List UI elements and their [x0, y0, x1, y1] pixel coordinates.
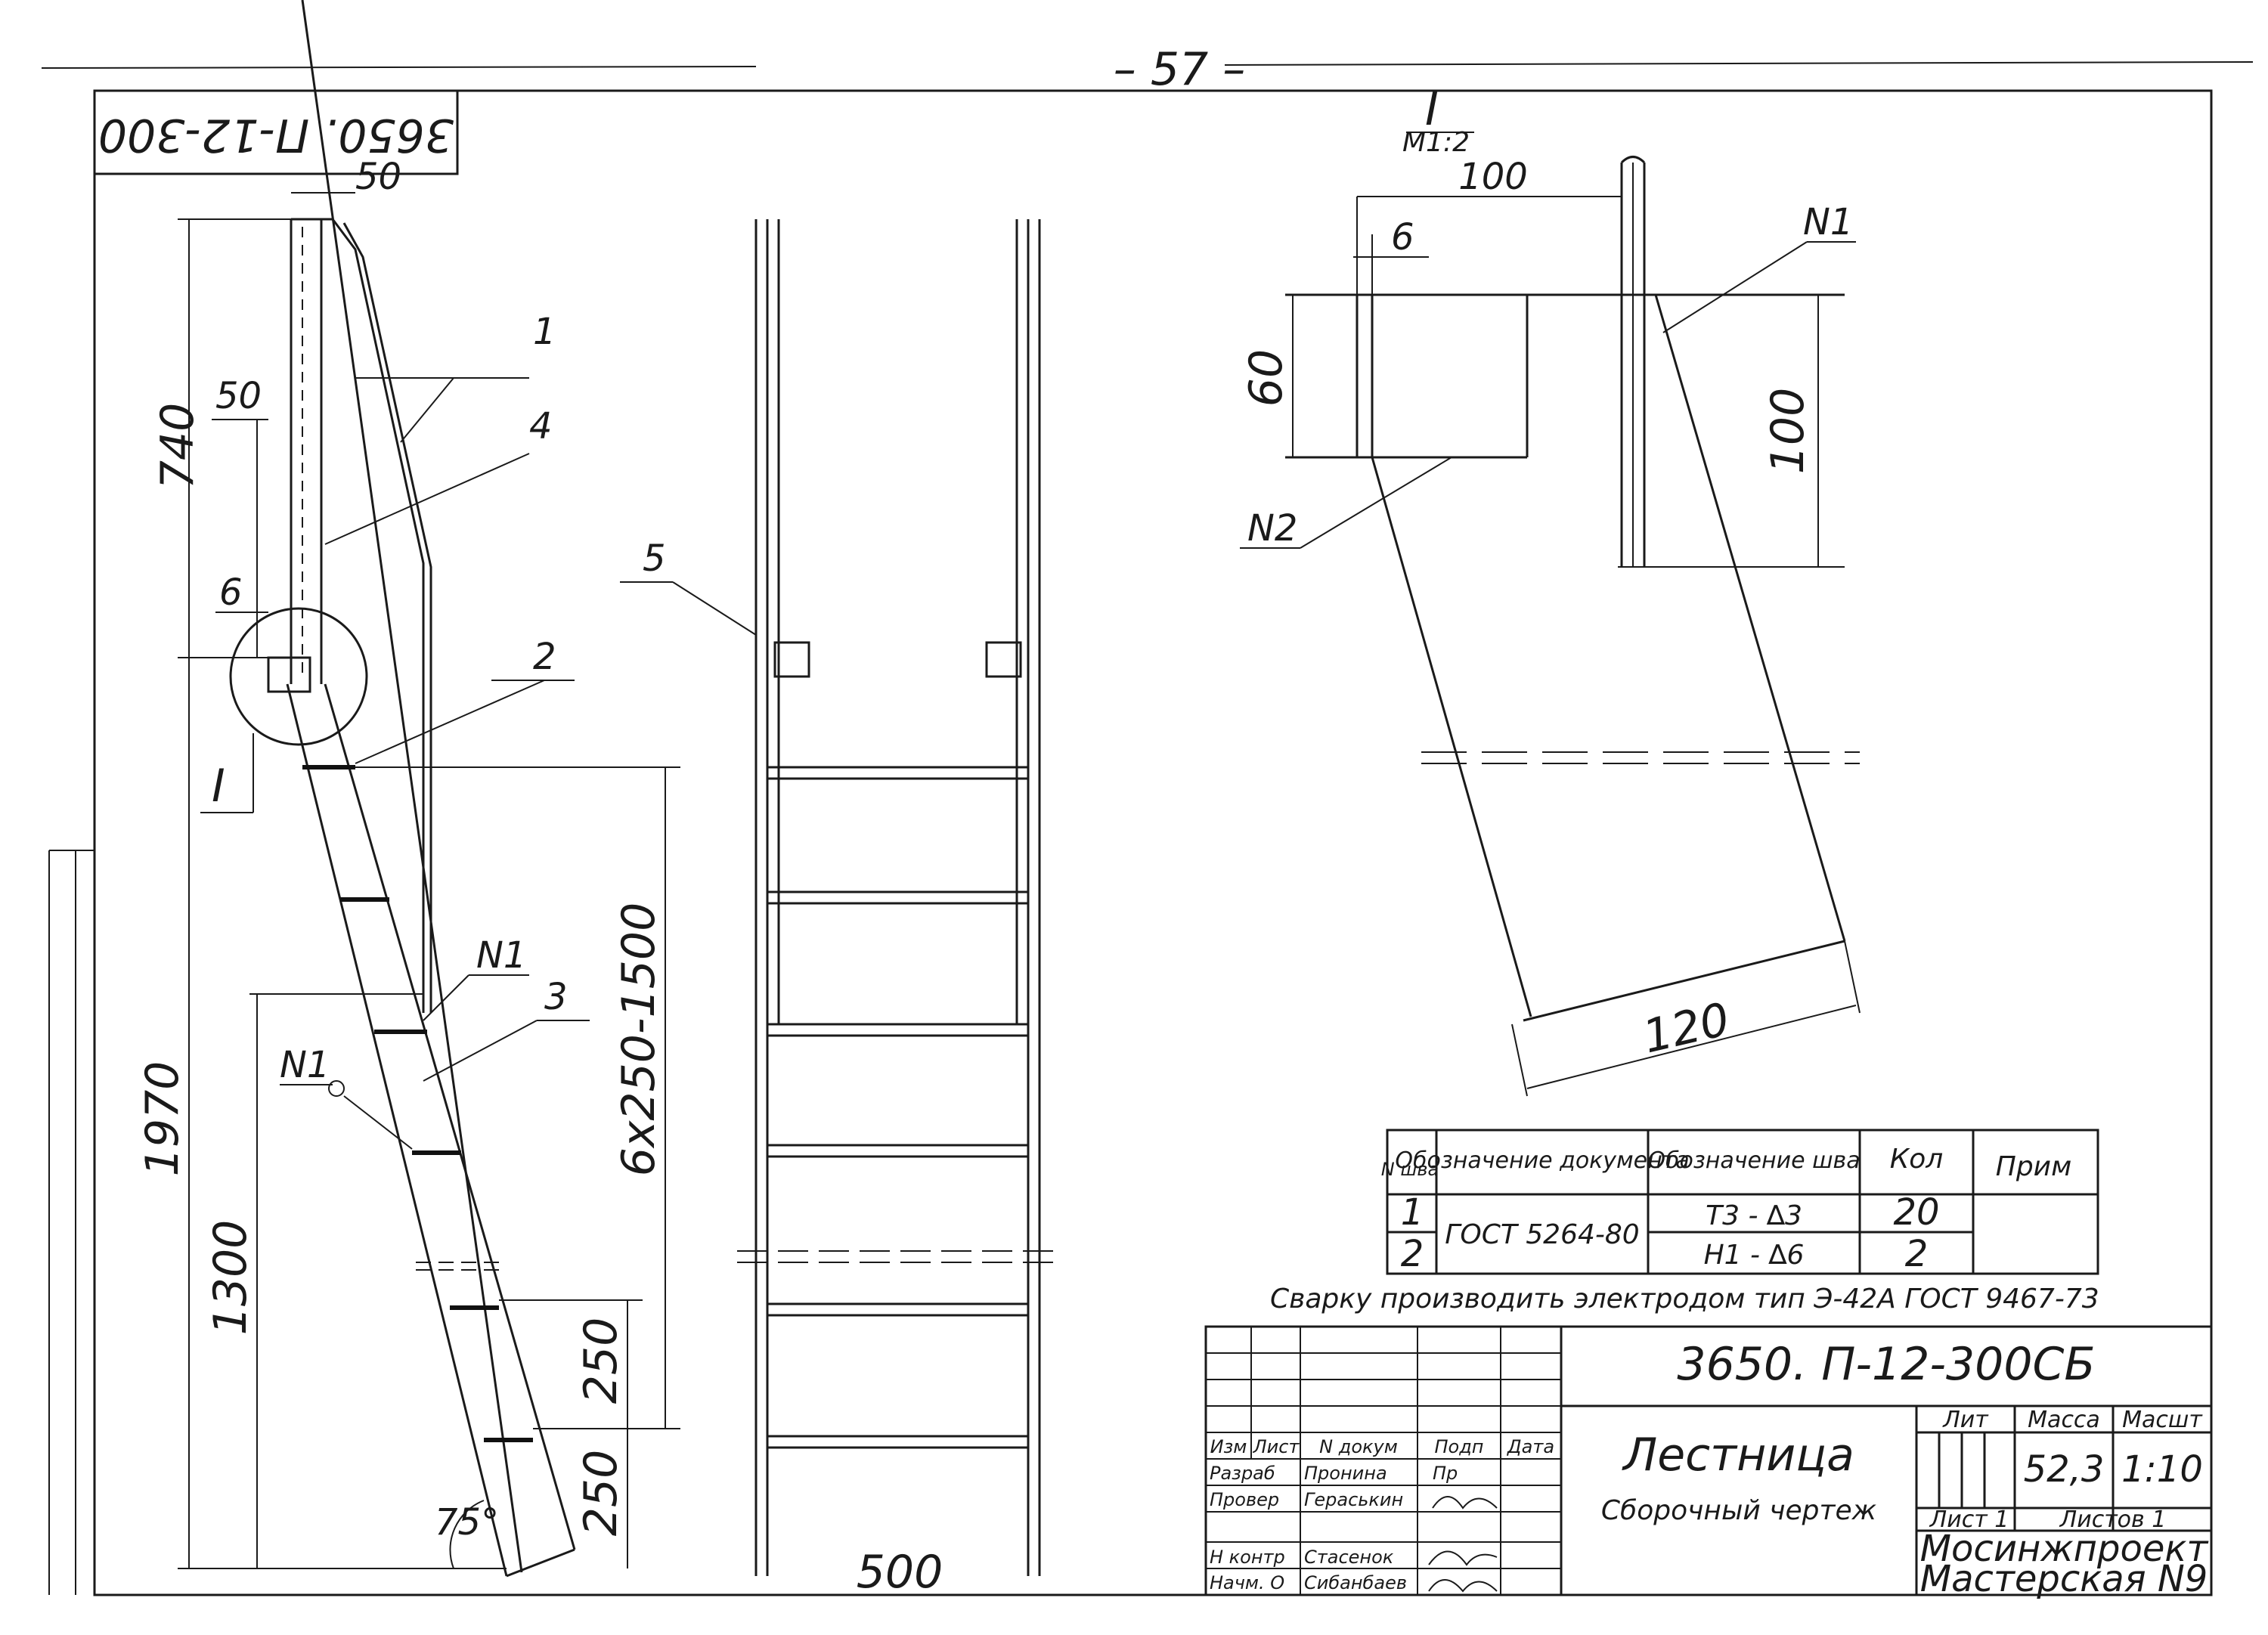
- tb-header-izm: Изм: [1210, 1436, 1247, 1457]
- tb-sign-1: Пр: [1433, 1463, 1458, 1484]
- detail-view: I M1:2 100 6 60 100 120: [1240, 83, 1861, 1097]
- detail-dim-100-right: 100: [1761, 388, 1814, 475]
- tb-sheets: Листов 1: [2059, 1506, 2167, 1533]
- rotated-code-text: 3650. П-12-300: [98, 108, 454, 161]
- weld-table-header-3: Кол: [1890, 1144, 1944, 1175]
- dim-mid-width: 50: [215, 375, 262, 417]
- weld-row-doc: ГОСТ 5264-80: [1445, 1219, 1639, 1250]
- callout-3: 3: [544, 976, 568, 1018]
- front-view: 500 5: [620, 219, 1058, 1599]
- tb-header-ndokum: N докум: [1319, 1436, 1398, 1457]
- tb-sheet: Лист 1: [1929, 1506, 2009, 1533]
- tb-drawing-code: 3650. П-12-300СБ: [1677, 1338, 2095, 1391]
- weld-row-2-num: 2: [1401, 1233, 1424, 1275]
- sheet-frame: [41, 61, 2254, 1596]
- detail-ref-label: I: [212, 760, 225, 813]
- detail-dim-60: 60: [1240, 349, 1293, 407]
- signature-sibanbaev: [1428, 1579, 1498, 1593]
- weld-row-1-num: 1: [1401, 1191, 1424, 1234]
- tb-name-2: Гераськин: [1304, 1489, 1403, 1510]
- weld-table: N шва Обозначение документа Обозначение …: [1381, 1129, 2099, 1275]
- tb-header-list: Лист: [1253, 1436, 1300, 1457]
- rotated-code-stamp: 3650. П-12-300: [93, 89, 459, 175]
- dim-step-series: 6x250-1500: [612, 903, 665, 1177]
- detail-dim-6: 6: [1391, 216, 1414, 259]
- tb-subtitle: Сборочный чертеж: [1601, 1495, 1877, 1526]
- callout-n1-upper: N1: [476, 934, 526, 977]
- weld-table-header-2: Обозначение шва: [1647, 1147, 1860, 1174]
- callout-4: 4: [529, 405, 553, 447]
- weld-table-header-1: Обозначение документа: [1395, 1147, 1689, 1174]
- title-block: Изм Лист N докум Подп Дата Разраб Пронин…: [1204, 1325, 2213, 1600]
- detail-scale: M1:2: [1402, 127, 1470, 158]
- weld-row-1-qty: 20: [1893, 1191, 1939, 1234]
- tb-scale: 1:10: [2121, 1448, 2203, 1491]
- front-dim-width: 500: [857, 1546, 943, 1599]
- tb-header-podp: Подп: [1434, 1436, 1483, 1457]
- tb-title: Лестница: [1622, 1429, 1854, 1482]
- page-number: – 57 –: [1114, 43, 1246, 96]
- welding-note: Сварку производить электродом тип Э-42А …: [1270, 1284, 2099, 1315]
- detail-callout-n1: N1: [1803, 201, 1853, 243]
- dim-top-width: 50: [355, 156, 401, 198]
- callout-n1-lower: N1: [280, 1044, 330, 1086]
- tb-lit-label: Лит: [1942, 1407, 1989, 1433]
- detail-title: I: [1425, 83, 1439, 136]
- dim-total-height: 1970: [136, 1061, 189, 1177]
- dim-upper-height: 740: [151, 403, 204, 490]
- callout-5: 5: [643, 537, 666, 580]
- signature-gerasjkin: [1432, 1496, 1498, 1510]
- detail-callout-n2: N2: [1247, 507, 1297, 550]
- tb-scale-label: Масшт: [2122, 1407, 2203, 1433]
- dim-small-gap: 6: [219, 571, 243, 614]
- weld-row-2-weld: Н1 - ∆6: [1704, 1240, 1805, 1271]
- tb-role-2: Провер: [1210, 1489, 1279, 1510]
- tb-header-data: Дата: [1507, 1436, 1554, 1457]
- callout-2: 2: [533, 636, 556, 678]
- callout-1: 1: [533, 311, 556, 353]
- dim-step-1: 250: [575, 1318, 627, 1404]
- weld-row-2-qty: 2: [1905, 1233, 1929, 1275]
- weld-table-header-4: Прим: [1996, 1151, 2071, 1182]
- tb-mass-label: Масса: [2028, 1407, 2100, 1433]
- weld-row-1-weld: Т3 - ∆3: [1706, 1200, 1802, 1231]
- tb-name-1: Пронина: [1304, 1463, 1387, 1484]
- signature-stasenok: [1428, 1550, 1498, 1566]
- detail-dim-100-top: 100: [1458, 156, 1528, 198]
- tb-org-line2: Мастерская N9: [1920, 1558, 2208, 1600]
- weld-table-header-0: N шва: [1381, 1159, 1439, 1180]
- tb-name-3: Стасенок: [1304, 1547, 1394, 1568]
- tb-org-line1: Мосинжпроект: [1920, 1528, 2210, 1570]
- dim-lower-height: 1300: [204, 1220, 257, 1336]
- side-view: 50 740 50 6 I 1 4 2 N1 3 N1 1970 1300 6x…: [136, 0, 680, 1578]
- tb-role-3: Н контр: [1210, 1547, 1285, 1568]
- angle-label: 75°: [435, 1501, 499, 1544]
- tb-role-4: Начм. О: [1210, 1572, 1284, 1593]
- tb-role-1: Разраб: [1210, 1463, 1275, 1484]
- dim-step-2: 250: [575, 1450, 627, 1537]
- tb-name-4: Сибанбаев: [1304, 1572, 1407, 1593]
- detail-dim-120: 120: [1638, 993, 1734, 1064]
- tb-mass: 52,3: [2024, 1448, 2105, 1491]
